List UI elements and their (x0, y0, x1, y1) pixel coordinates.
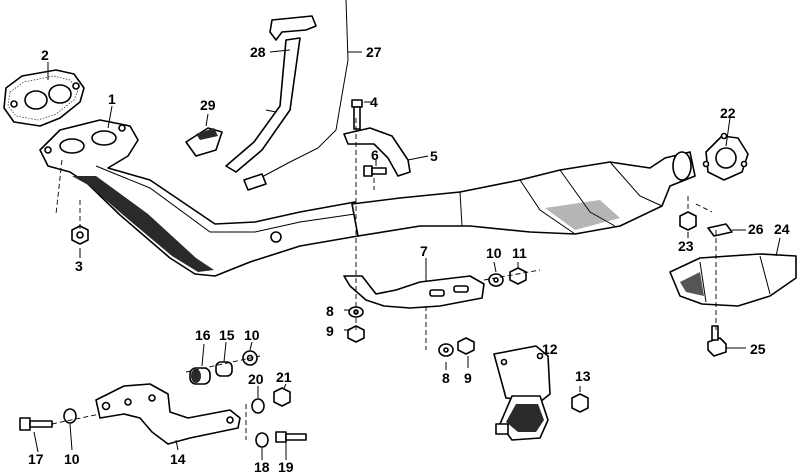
callout-14: 14 (170, 451, 186, 467)
clip-part-29[interactable] (185, 127, 223, 157)
nut-part-9b[interactable] (457, 337, 475, 355)
washer-part-20[interactable] (251, 398, 265, 414)
callout-3: 3 (75, 258, 83, 274)
nut-part-3[interactable] (71, 225, 89, 245)
mount-part-12[interactable] (493, 345, 551, 441)
callout-12: 12 (542, 341, 558, 357)
callout-5: 5 (430, 148, 438, 164)
callout-16: 16 (195, 327, 211, 343)
bolt-part-19[interactable] (275, 431, 307, 443)
callout-8-mid: 8 (442, 370, 450, 386)
callout-25: 25 (750, 341, 766, 357)
callout-17: 17 (28, 451, 44, 467)
callout-29: 29 (200, 97, 216, 113)
callout-26: 26 (748, 221, 764, 237)
callout-18: 18 (254, 459, 270, 473)
callout-23: 23 (678, 238, 694, 254)
nut-part-21[interactable] (273, 387, 291, 407)
callout-numbers: 2 1 3 29 28 27 4 6 5 7 10 11 8 9 12 13 8… (28, 44, 790, 473)
callout-19: 19 (278, 459, 294, 473)
washer-part-10[interactable] (488, 273, 504, 287)
callout-21: 21 (276, 369, 292, 385)
callout-7: 7 (420, 243, 428, 259)
clip-part-26[interactable] (707, 223, 733, 237)
bushing-part-15[interactable] (215, 361, 233, 377)
rubber-mount-part-16[interactable] (189, 367, 211, 385)
callout-28: 28 (250, 44, 266, 60)
callout-20: 20 (248, 371, 264, 387)
gasket-part-2[interactable] (3, 69, 85, 127)
callout-15: 15 (219, 327, 235, 343)
callout-10-bottom: 10 (64, 451, 80, 467)
callout-11: 11 (512, 245, 527, 261)
nut-part-23[interactable] (679, 211, 697, 231)
bracket-part-5[interactable] (343, 127, 411, 177)
catalytic-converter-section[interactable] (351, 151, 696, 237)
gasket-part-22[interactable] (702, 132, 749, 181)
nut-part-13[interactable] (571, 393, 589, 413)
bolt-part-25[interactable] (707, 325, 727, 357)
nut-part-11[interactable] (509, 267, 527, 285)
bolt-part-4[interactable] (351, 99, 363, 130)
bracket-part-7[interactable] (343, 275, 485, 309)
callout-1: 1 (108, 91, 116, 107)
heat-shield-part-24[interactable] (669, 253, 797, 307)
callout-9-left: 9 (326, 323, 334, 339)
washer-part-10b[interactable] (63, 408, 77, 424)
washer-part-18[interactable] (255, 432, 269, 448)
callout-4: 4 (370, 94, 378, 110)
assembly-lines (51, 118, 717, 440)
bracket-part-14[interactable] (95, 383, 241, 445)
callout-13: 13 (575, 368, 591, 384)
cable-part-27[interactable] (243, 0, 349, 191)
bolt-part-17[interactable] (19, 417, 53, 431)
callout-10-top: 10 (486, 245, 502, 261)
leader-lines (33, 49, 781, 460)
callout-2: 2 (41, 47, 49, 63)
callout-27: 27 (366, 44, 382, 60)
callout-10-right: 10 (244, 327, 260, 343)
callout-22: 22 (720, 105, 736, 121)
callout-9-mid: 9 (464, 370, 472, 386)
callout-24: 24 (774, 221, 790, 237)
callout-6: 6 (371, 147, 379, 163)
callout-8-left: 8 (326, 303, 334, 319)
bolt-part-6[interactable] (363, 165, 387, 177)
washer-part-8b[interactable] (438, 343, 454, 357)
tube-part-28[interactable] (225, 15, 317, 173)
front-exhaust-pipe-part-1[interactable] (39, 119, 359, 277)
